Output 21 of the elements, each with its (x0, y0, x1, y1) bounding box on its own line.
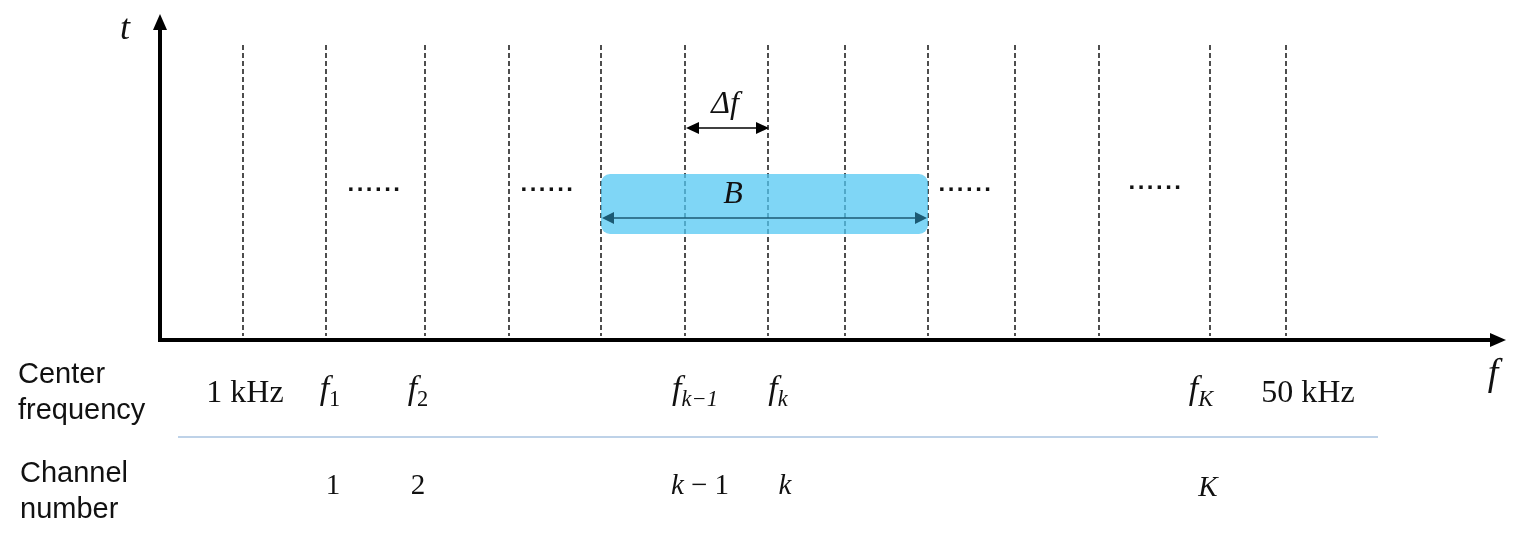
channel-number: 1 (325, 469, 341, 501)
channel-number: k (778, 469, 792, 501)
ellipsis: ...... (520, 169, 576, 197)
frequency-label: f$_{k}$ (768, 369, 788, 407)
frequency-band (601, 174, 928, 234)
frequency-label: f$_{K}$ (1188, 369, 1214, 407)
frequency-label: f$_{2}$ (407, 369, 429, 407)
frequency-label: 1 kHz (206, 374, 284, 410)
frequency-label: f$_{1}$ (319, 369, 341, 407)
ellipsis: ...... (1128, 167, 1184, 195)
ellipsis: ...... (347, 169, 403, 197)
row-header: Channel number (20, 454, 130, 526)
channel-number: 2 (410, 469, 426, 501)
ellipsis: ...... (938, 169, 994, 197)
axis-label: t (120, 8, 130, 48)
frequency-label: f$_{k−1}$ (672, 369, 718, 407)
band-label: B (723, 175, 743, 211)
row-header: Center frequency (18, 355, 147, 427)
channel-number: K (1198, 471, 1218, 503)
channel-number: k − 1 (670, 469, 730, 501)
frequency-label: 50 kHz (1261, 374, 1355, 410)
